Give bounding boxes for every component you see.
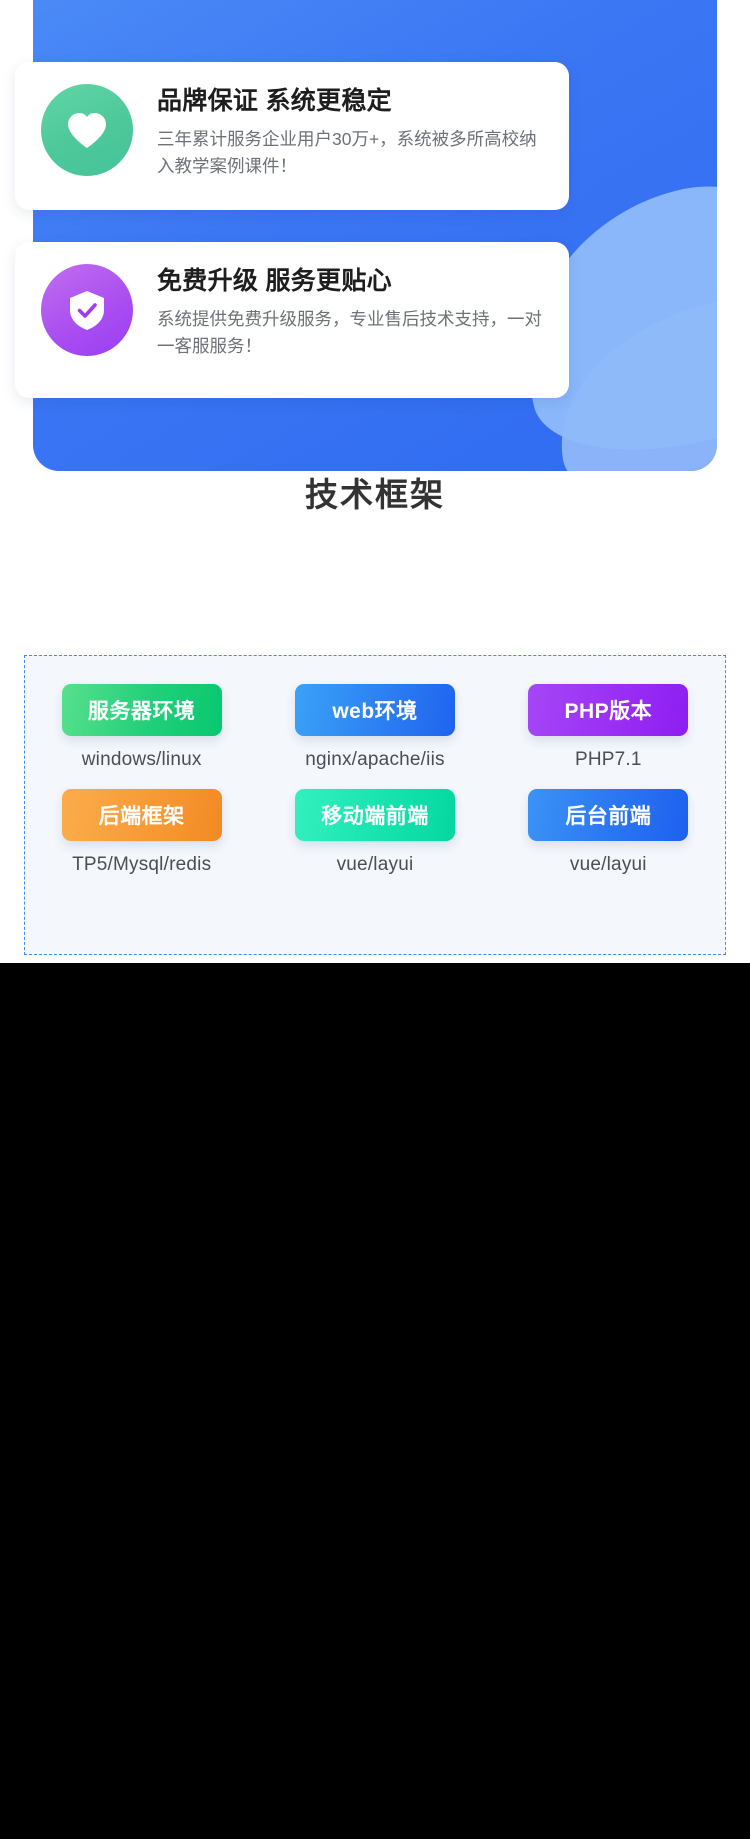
feature-card-text: 免费升级 服务更贴心 系统提供免费升级服务，专业售后技术支持，一对一客服服务！ — [157, 264, 542, 361]
feature-card-title: 免费升级 服务更贴心 — [157, 267, 392, 295]
tech-chip-label[interactable]: PHP版本 — [528, 684, 689, 736]
tech-chip-label[interactable]: 后台前端 — [528, 789, 689, 841]
tech-item[interactable]: 后端框架 TP5/Mysql/redis — [25, 789, 258, 876]
tech-chip-caption: windows/linux — [81, 749, 202, 770]
tech-item[interactable]: PHP版本 PHP7.1 — [492, 684, 725, 771]
tech-chip-caption: nginx/apache/iis — [305, 749, 445, 770]
tech-chip-label[interactable]: 后端框架 — [61, 789, 222, 841]
feature-card-description: 三年累计服务企业用户30万+，系统被多所高校纳入教学案例课件！ — [157, 129, 537, 177]
feature-card-title: 品牌保证 系统更稳定 — [157, 87, 392, 115]
tech-chip-caption: PHP7.1 — [574, 749, 642, 770]
tech-framework-grid: 服务器环境 windows/linux web环境 nginx/apache/i… — [25, 684, 725, 876]
feature-card-text: 品牌保证 系统更稳定 三年累计服务企业用户30万+，系统被多所高校纳入教学案例课… — [157, 84, 542, 181]
tech-item[interactable]: 服务器环境 windows/linux — [25, 684, 258, 771]
tech-item[interactable]: web环境 nginx/apache/iis — [258, 684, 491, 771]
tech-chip-label[interactable]: 移动端前端 — [294, 789, 455, 841]
tech-framework-box: 服务器环境 windows/linux web环境 nginx/apache/i… — [24, 655, 726, 955]
tech-chip-label[interactable]: web环境 — [294, 684, 455, 736]
content-area: 品牌保证 系统更稳定 三年累计服务企业用户30万+，系统被多所高校纳入教学案例课… — [0, 0, 750, 963]
feature-card-description: 系统提供免费升级服务，专业售后技术支持，一对一客服服务！ — [157, 309, 542, 357]
tech-chip-caption: TP5/Mysql/redis — [72, 854, 212, 875]
tech-chip-caption: vue/layui — [569, 854, 647, 875]
tech-item[interactable]: 后台前端 vue/layui — [492, 789, 725, 876]
section-title-tech: 技术框架 — [305, 476, 445, 513]
tech-chip-label[interactable]: 服务器环境 — [61, 684, 222, 736]
feature-card-upgrade[interactable]: 免费升级 服务更贴心 系统提供免费升级服务，专业售后技术支持，一对一客服服务！ — [15, 242, 569, 398]
tech-item[interactable]: 移动端前端 vue/layui — [258, 789, 491, 876]
shield-check-icon — [41, 264, 133, 356]
feature-card-brand[interactable]: 品牌保证 系统更稳定 三年累计服务企业用户30万+，系统被多所高校纳入教学案例课… — [15, 62, 569, 210]
heart-icon — [41, 84, 133, 176]
tech-chip-caption: vue/layui — [336, 854, 414, 875]
